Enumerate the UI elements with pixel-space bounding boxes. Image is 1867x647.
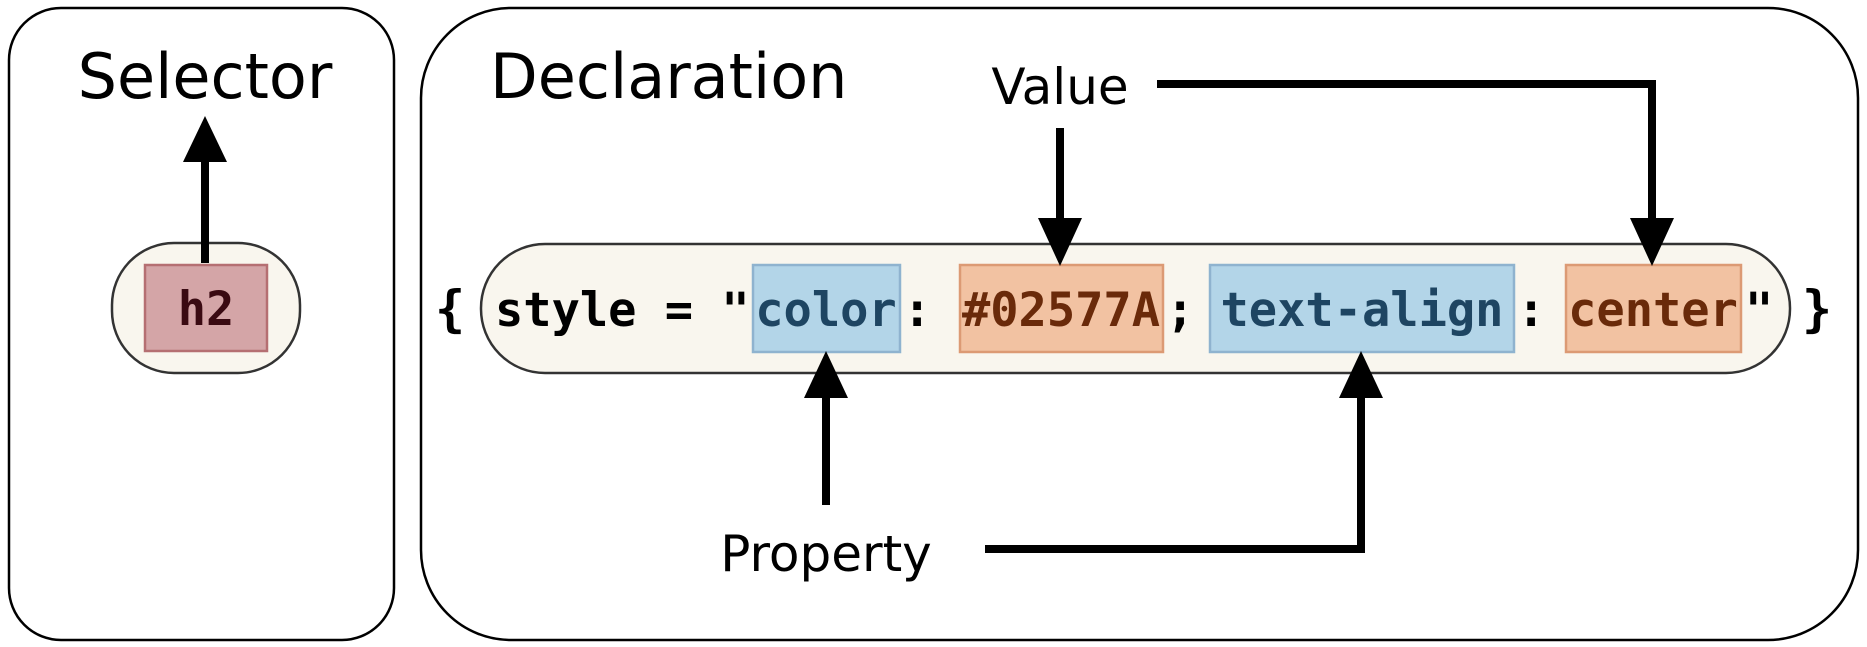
property-1-highlight: [751, 263, 902, 354]
code-prefix: style = ": [495, 283, 750, 338]
selector-heading: Selector: [78, 40, 333, 113]
value-arrow-1: [1038, 128, 1082, 266]
selector-arrow: [183, 116, 227, 263]
code-suffix: ": [1745, 283, 1773, 338]
code-value-2: center: [1568, 283, 1738, 338]
code-property-2: text-align: [1221, 283, 1504, 338]
property-2-highlight: [1208, 263, 1516, 354]
declaration-heading: Declaration: [490, 40, 847, 113]
code-sep-3: :: [1517, 283, 1545, 338]
selector-token-highlight: [143, 263, 269, 353]
open-brace: {: [435, 280, 465, 338]
selector-token: h2: [178, 282, 235, 337]
value-label: Value: [991, 58, 1128, 116]
close-brace: }: [1802, 280, 1832, 338]
property-arrow-1: [804, 351, 848, 505]
code-sep-1: :: [903, 283, 931, 338]
property-label: Property: [720, 525, 932, 583]
value-1-highlight: [958, 263, 1165, 354]
code-value-1: #02577A: [962, 283, 1160, 338]
value-arrow-2: [1157, 80, 1674, 266]
code-property-1: color: [755, 283, 896, 338]
property-arrow-2: [985, 351, 1383, 553]
value-2-highlight: [1564, 263, 1743, 354]
code-sep-2: ;: [1166, 283, 1194, 338]
